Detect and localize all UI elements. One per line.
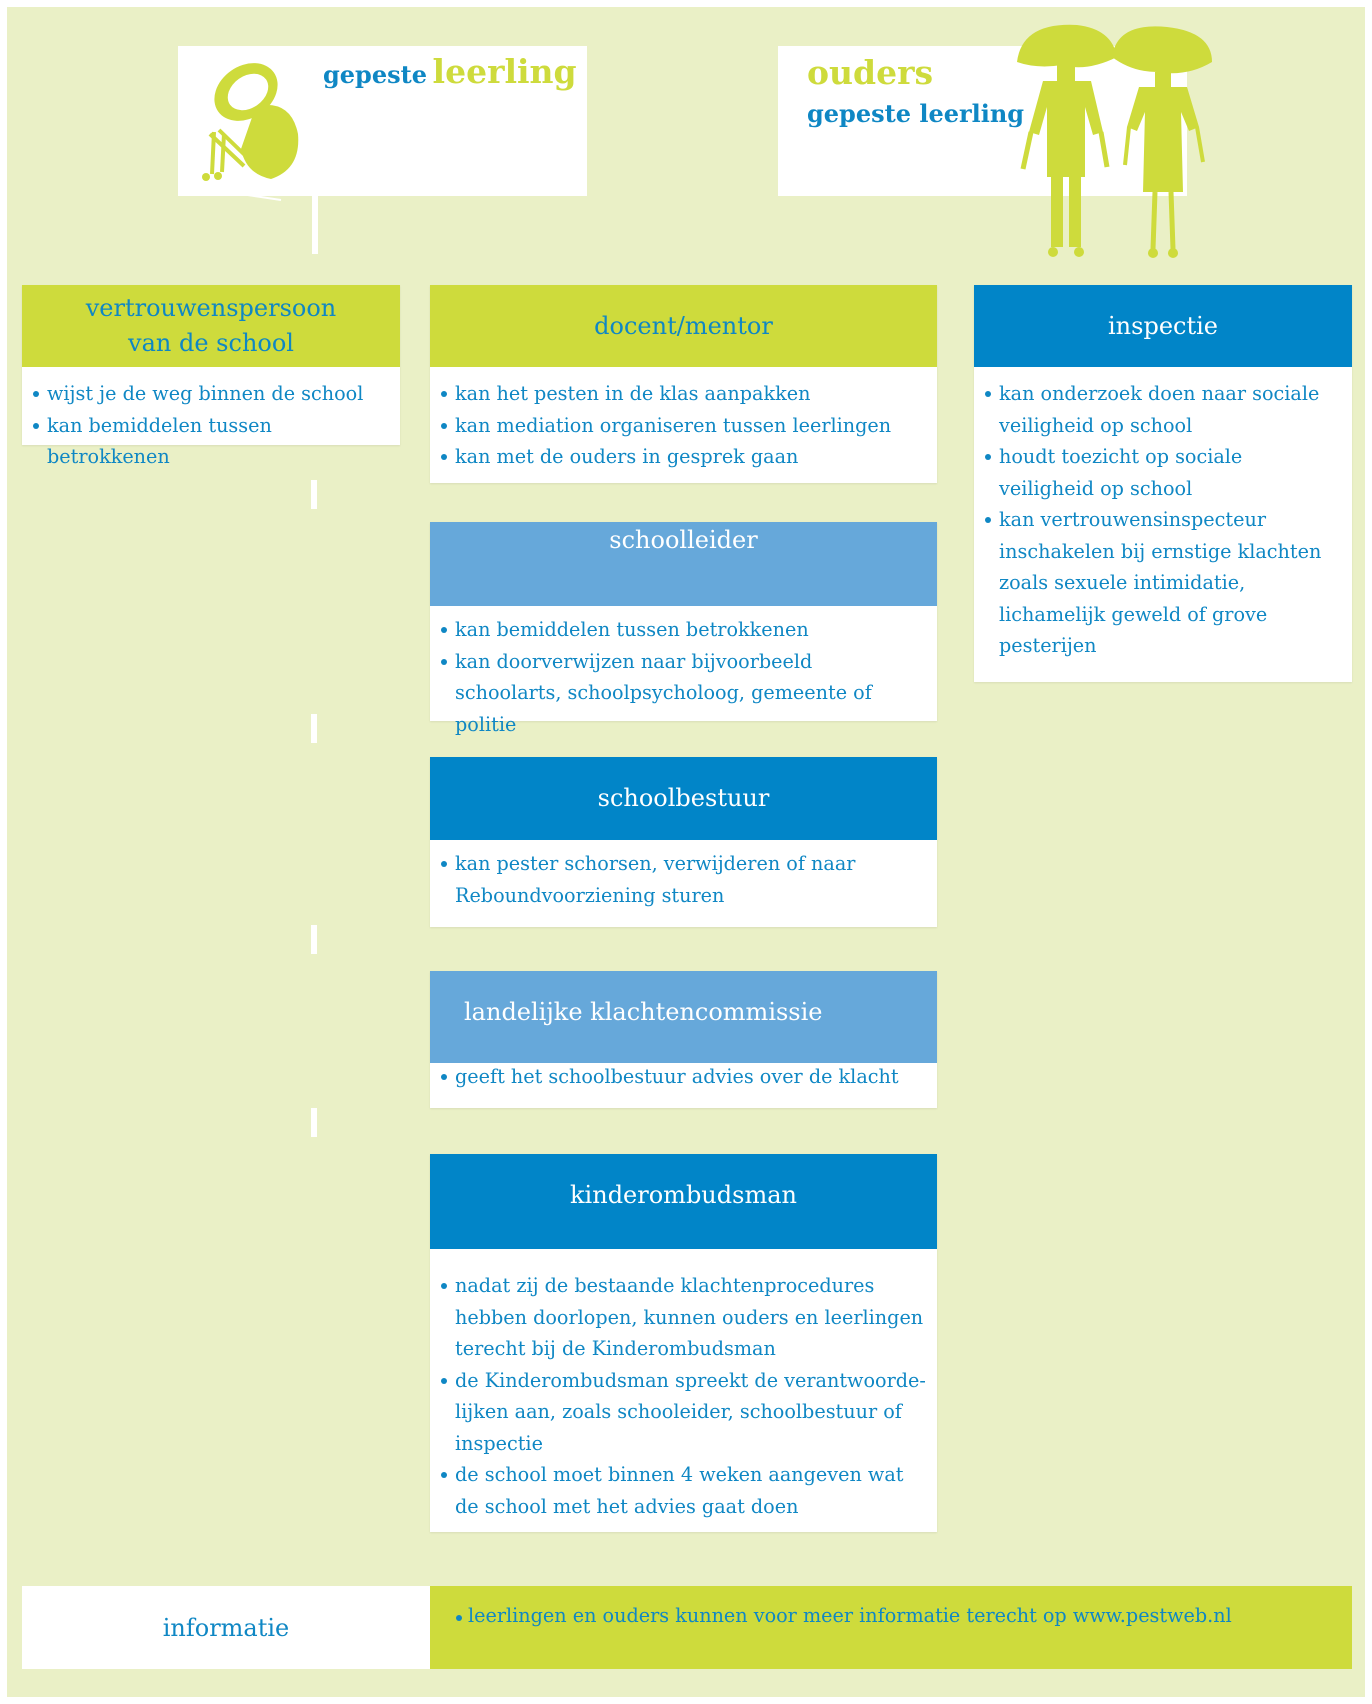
bullet-icon	[441, 1472, 447, 1478]
student-title-word2: leerling	[432, 52, 577, 91]
card-docent-mentor: docent/mentor kan het pesten in de klas …	[430, 285, 937, 483]
card-header: docent/mentor	[430, 285, 937, 367]
info-label: informatie	[162, 1613, 290, 1642]
card-title: docent/mentor	[594, 311, 773, 340]
list-item: kan onderzoek doen naar sociale veilighe…	[982, 378, 1324, 441]
list-item: kan met de ouders in gesprek gaan	[438, 441, 931, 473]
card-inspectie: inspectie kan onderzoek doen naar social…	[974, 285, 1352, 682]
info-text: leerlingen en ouders kunnen voor meer in…	[468, 1604, 1232, 1627]
bullet-icon	[441, 422, 447, 429]
bullet-icon	[456, 1614, 462, 1621]
bullet-icon	[441, 1074, 447, 1080]
list-item: de Kinderombudsman spreekt de verantwoor…	[438, 1365, 931, 1460]
card-schoolbestuur: schoolbestuur kan pester schorsen, verwi…	[430, 757, 937, 927]
card-title-line2: van de school	[128, 329, 294, 357]
info-label-cell: informatie	[22, 1586, 430, 1669]
list-item: kan bemiddelen tussen betrokkenen	[438, 614, 917, 646]
card-header: schoolleider	[430, 522, 937, 606]
bullet-icon	[33, 422, 39, 429]
connector-line	[312, 196, 318, 254]
dash-segment	[311, 714, 317, 743]
bullet-icon	[985, 391, 991, 397]
card-klachtencommissie: landelijke klachtencommissie geeft het s…	[430, 971, 937, 1108]
card-header: inspectie	[974, 285, 1352, 367]
card-schoolleider: schoolleider kan bemiddelen tussen betro…	[430, 522, 937, 736]
card-header: vertrouwenspersoon van de school	[22, 285, 400, 367]
list-item: kan pester schorsen, verwijderen of naar…	[438, 848, 857, 911]
card-list: wijst je de weg binnen de school kan bem…	[30, 378, 394, 473]
card-title: kinderombudsman	[570, 1181, 797, 1210]
sitting-child-icon	[202, 63, 299, 201]
bullet-icon	[441, 1377, 447, 1384]
card-title-line1: vertrouwenspersoon	[85, 294, 337, 323]
list-item: wijst je de weg binnen de school	[30, 378, 394, 410]
bullet-icon	[985, 454, 991, 460]
diagram-canvas: gepeste leerling ouders gepeste leerling	[7, 7, 1365, 1697]
parents-subtitle: gepeste leerling	[807, 99, 1025, 128]
card-title: schoolleider	[609, 526, 758, 554]
student-title: gepeste leerling	[323, 52, 577, 91]
dash-segment	[311, 480, 317, 509]
card-list: geeft het schoolbestuur advies over de k…	[438, 1061, 931, 1093]
card-list: kan het pesten in de klas aanpakken kan …	[438, 378, 931, 473]
dash-segment	[311, 1108, 317, 1137]
card-list: kan bemiddelen tussen betrokkenen kan do…	[438, 614, 917, 740]
card-title: landelijke klachtencommissie	[464, 997, 823, 1026]
bullet-icon	[985, 517, 991, 523]
card-list: kan onderzoek doen naar sociale veilighe…	[982, 378, 1324, 662]
bullet-icon	[441, 1283, 447, 1289]
bullet-icon	[441, 627, 447, 633]
card-header: kinderombudsman	[430, 1154, 937, 1249]
bullet-icon	[441, 861, 447, 867]
list-item: kan het pesten in de klas aanpakken	[438, 378, 931, 410]
card-header: schoolbestuur	[430, 757, 937, 840]
list-item: geeft het schoolbestuur advies over de k…	[438, 1061, 931, 1093]
card-header: landelijke klachtencommissie	[430, 971, 937, 1063]
card-list: nadat zij de bestaande klachtenprocedure…	[438, 1270, 931, 1522]
list-item: kan vertrouwensinspecteur inschakelen bi…	[982, 504, 1324, 662]
list-item: de school moet binnen 4 weken aangeven w…	[438, 1459, 931, 1522]
card-vertrouwenspersoon: vertrouwenspersoon van de school wijst j…	[22, 285, 400, 468]
bullet-icon	[441, 454, 447, 460]
list-item: kan bemiddelen tussen betrokkenen	[30, 410, 394, 473]
bullet-icon	[441, 391, 447, 397]
student-box: gepeste leerling	[178, 46, 587, 201]
list-item: nadat zij de bestaande klachtenprocedure…	[438, 1270, 931, 1365]
list-item: houdt toezicht op sociale veiligheid op …	[982, 441, 1324, 504]
list-item: kan doorverwijzen naar bijvoorbeeld scho…	[438, 646, 917, 741]
info-bar: informatie leerlingen en ouders kunnen v…	[22, 1586, 1352, 1669]
parents-title: ouders	[807, 53, 934, 92]
card-title: schoolbestuur	[597, 784, 770, 813]
card-kinderombudsman: kinderombudsman nadat zij de bestaande k…	[430, 1154, 937, 1532]
parents-box: ouders gepeste leerling	[778, 46, 1187, 196]
parents-figures-icon	[1017, 24, 1212, 258]
card-list: kan pester schorsen, verwijderen of naar…	[438, 848, 857, 911]
info-text-cell: leerlingen en ouders kunnen voor meer in…	[430, 1586, 1352, 1669]
dash-segment	[311, 925, 317, 954]
bullet-icon	[33, 391, 39, 397]
bullet-icon	[441, 658, 447, 665]
list-item: kan mediation organiseren tussen leerlin…	[438, 410, 931, 442]
card-title: inspectie	[1108, 311, 1218, 340]
student-title-word1: gepeste	[323, 60, 427, 89]
